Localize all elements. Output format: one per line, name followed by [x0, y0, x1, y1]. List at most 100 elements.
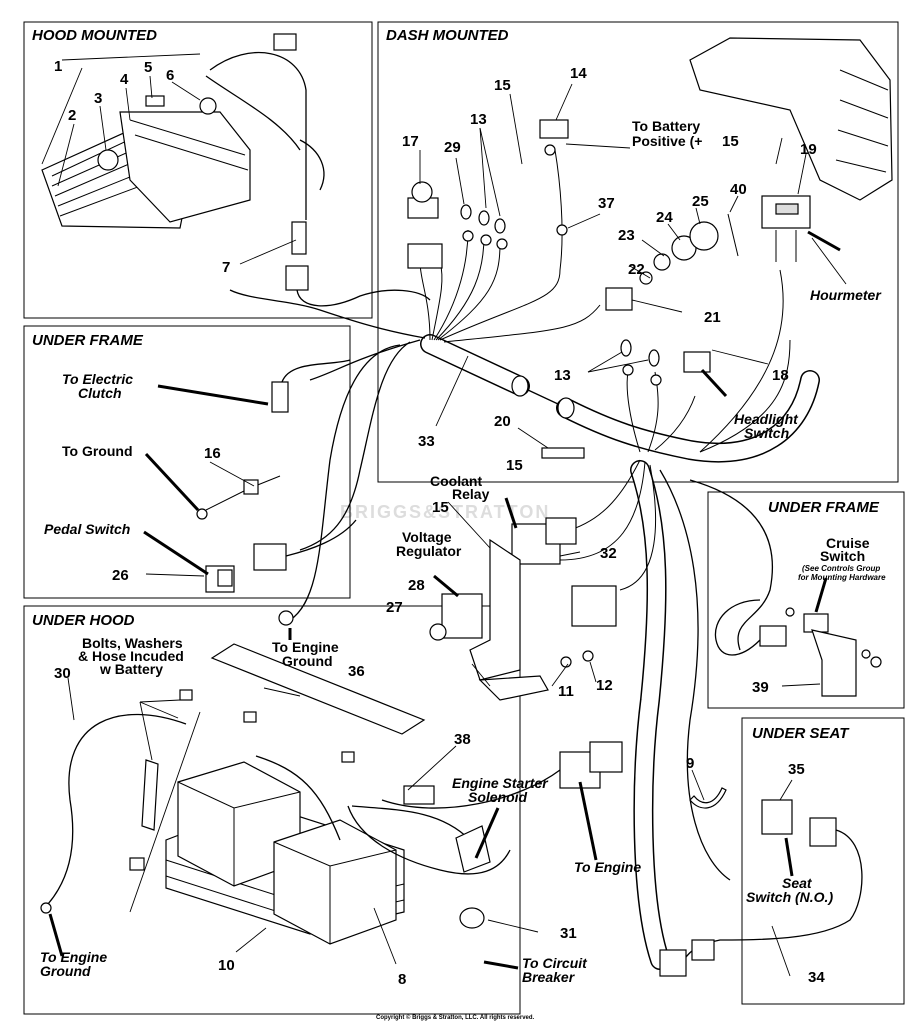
under-frame-right-parts	[714, 599, 882, 697]
under-frame-left-parts	[196, 359, 357, 626]
part-number: 40	[730, 181, 747, 198]
headlight-assembly	[41, 33, 431, 307]
part-number: 35	[788, 761, 805, 778]
part-number: 7	[222, 259, 230, 276]
starter-solenoid-label-2: Solenoid	[468, 789, 528, 805]
part-number: 15	[494, 77, 511, 94]
battery-hardware-label-3: w Battery	[99, 661, 163, 677]
part-number: 33	[418, 433, 435, 450]
callout-labels: To Battery Positive (+ Hourmeter To Elec…	[40, 118, 886, 985]
part-number: 10	[218, 957, 235, 974]
part-number: 2	[68, 107, 76, 124]
cruise-note: (See Controls Group	[802, 564, 880, 573]
section-title-dash-mounted: DASH MOUNTED	[386, 27, 509, 44]
part-number: 15	[722, 133, 739, 150]
part-number: 39	[752, 679, 769, 696]
under-frame-right-box	[707, 491, 905, 709]
section-title-hood-mounted: HOOD MOUNTED	[32, 27, 157, 44]
part-number: 24	[656, 209, 673, 226]
to-engine-label: To Engine	[574, 859, 641, 875]
to-battery-label: To Battery	[632, 118, 700, 134]
part-number: 5	[144, 59, 152, 76]
starter-solenoid-label: Engine Starter	[452, 775, 549, 791]
part-number: 38	[454, 731, 471, 748]
part-number: 30	[54, 665, 71, 682]
to-battery-label-2: Positive (+	[632, 133, 702, 149]
part-number: 21	[704, 309, 721, 326]
seat-switch-label: Seat	[782, 875, 813, 891]
part-number: 19	[800, 141, 817, 158]
battery-hardware-label: Bolts, Washers	[82, 635, 183, 651]
part-number: 9	[686, 755, 694, 772]
to-engine-ground-label-bottom: To Engine	[40, 949, 107, 965]
to-circuit-breaker-label-2: Breaker	[522, 969, 576, 985]
part-number: 3	[94, 90, 102, 107]
part-number: 29	[444, 139, 461, 156]
hourmeter-label: Hourmeter	[810, 287, 882, 303]
to-electric-clutch-label-2: Clutch	[78, 385, 122, 401]
under-hood-parts	[40, 643, 727, 945]
part-number: 28	[408, 577, 425, 594]
hood-mounted-box	[23, 21, 373, 319]
section-title-under-frame-right: UNDER FRAME	[768, 499, 880, 516]
part-number: 8	[398, 971, 406, 988]
pedal-switch-label: Pedal Switch	[44, 521, 130, 537]
voltage-regulator-label-2: Regulator	[396, 543, 462, 559]
part-number: 16	[204, 445, 221, 462]
cruise-note-2: for Mounting Hardware	[798, 573, 886, 582]
part-number: 25	[692, 193, 709, 210]
cruise-switch-label: Cruise	[826, 535, 870, 551]
to-engine-ground-label-2: Ground	[282, 653, 333, 669]
to-engine-ground-label: To Engine	[272, 639, 339, 655]
part-number: 20	[494, 413, 511, 430]
part-number: 22	[628, 261, 645, 278]
under-hood-box	[23, 605, 521, 1015]
leader-lines	[41, 53, 847, 977]
part-number: 6	[166, 67, 174, 84]
part-number: 4	[120, 71, 129, 88]
part-number: 27	[386, 599, 403, 616]
part-number: 32	[600, 545, 617, 562]
under-seat-parts	[659, 799, 863, 977]
part-number: 11	[558, 683, 574, 700]
part-number: 15	[432, 499, 449, 516]
part-number: 26	[112, 567, 129, 584]
to-circuit-breaker-label: To Circuit	[522, 955, 588, 971]
under-frame-left-box	[23, 325, 351, 599]
main-harness	[229, 289, 820, 970]
copyright: Copyright © Briggs & Stratton, LLC. All …	[376, 1014, 535, 1021]
headlight-switch-label-2: Switch	[744, 425, 789, 441]
part-number: 15	[506, 457, 523, 474]
part-number-labels: 1 2 3 4 5 6 7 8 9 10 11 12 13 13 14 15 1…	[54, 58, 825, 988]
part-number: 1	[54, 58, 62, 75]
to-electric-clutch-label: To Electric	[62, 371, 133, 387]
part-number: 18	[772, 367, 789, 384]
part-number: 14	[570, 65, 587, 82]
seat-switch-label-2: Switch (N.O.)	[746, 889, 833, 905]
section-title-under-frame-left: UNDER FRAME	[32, 332, 144, 349]
to-engine-ground-label-bottom-2: Ground	[40, 963, 91, 979]
part-number: 36	[348, 663, 365, 680]
battery-hardware-label-2: & Hose Incuded	[78, 648, 184, 664]
section-title-under-seat: UNDER SEAT	[752, 725, 850, 742]
part-number: 23	[618, 227, 635, 244]
part-number: 34	[808, 969, 825, 986]
to-ground-label: To Ground	[62, 443, 133, 459]
cruise-switch-label-2: Switch	[820, 548, 865, 564]
part-number: 13	[470, 111, 487, 128]
part-number: 12	[596, 677, 613, 694]
part-number: 17	[402, 133, 419, 150]
headlight-switch-label: Headlight	[734, 411, 799, 427]
under-seat-box	[741, 717, 905, 1005]
part-number: 37	[598, 195, 615, 212]
part-number: 13	[554, 367, 571, 384]
section-title-under-hood: UNDER HOOD	[32, 612, 135, 629]
watermark: BRIGGS&STRATTON	[340, 502, 550, 522]
part-number: 31	[560, 925, 577, 942]
callout-pointers	[48, 230, 841, 970]
coolant-relay-label-2: Relay	[452, 486, 490, 502]
voltage-regulator-label: Voltage	[402, 529, 452, 545]
dash-parts	[407, 37, 893, 701]
coolant-relay-label: Coolant	[430, 473, 482, 489]
